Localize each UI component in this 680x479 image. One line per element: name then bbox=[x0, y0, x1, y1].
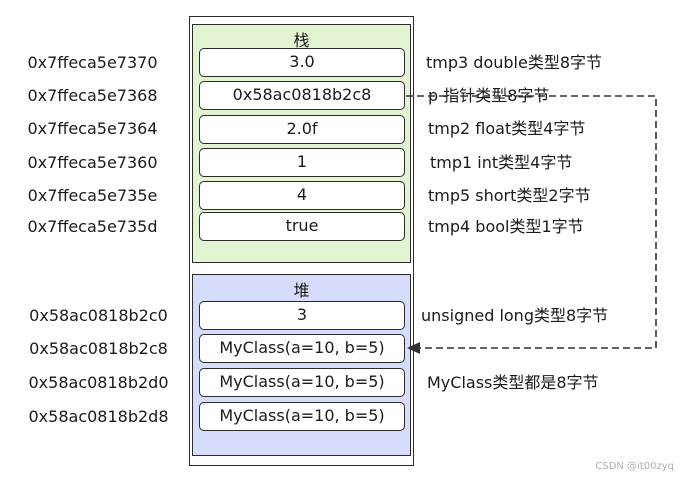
heap-address: 0x58ac0818b2c8 bbox=[29, 339, 168, 358]
heap-cell-unsigned-long: 3 bbox=[199, 301, 405, 330]
pointer-arrow-head bbox=[407, 342, 420, 354]
heap-note: MyClass类型都是8字节 bbox=[427, 373, 599, 392]
stack-address: 0x7ffeca5e735e bbox=[27, 186, 158, 205]
stack-title: 栈 bbox=[293, 31, 310, 50]
stack-note: tmp1 int类型4字节 bbox=[430, 153, 573, 172]
heap-cell-myclass: MyClass(a=10, b=5) bbox=[199, 334, 405, 363]
heap-address: 0x58ac0818b2d8 bbox=[28, 407, 169, 426]
stack-cell-tmp1: 1 bbox=[199, 148, 405, 177]
stack-address: 0x7ffeca5e7370 bbox=[27, 53, 158, 72]
heap-address: 0x58ac0818b2d0 bbox=[28, 373, 169, 392]
watermark: CSDN @it00zyq bbox=[595, 461, 674, 472]
stack-note: tmp4 bool类型1字节 bbox=[428, 217, 584, 236]
stack-note: tmp3 double类型8字节 bbox=[426, 53, 602, 72]
heap-cell-myclass: MyClass(a=10, b=5) bbox=[199, 402, 405, 431]
memory-frame bbox=[189, 16, 414, 466]
stack-note: tmp2 float类型4字节 bbox=[428, 119, 586, 138]
stack-cell-tmp2: 2.0f bbox=[199, 115, 405, 144]
heap-cell-myclass: MyClass(a=10, b=5) bbox=[199, 368, 405, 397]
stack-cell-p: 0x58ac0818b2c8 bbox=[199, 81, 405, 110]
pointer-arrow-line bbox=[406, 95, 657, 349]
stack-cell-tmp5: 4 bbox=[199, 181, 405, 210]
heap-address: 0x58ac0818b2c0 bbox=[29, 306, 168, 325]
stack-note: tmp5 short类型2字节 bbox=[428, 186, 591, 205]
heap-title: 堆 bbox=[293, 281, 310, 300]
stack-address: 0x7ffeca5e735d bbox=[27, 217, 158, 236]
stack-cell-tmp3: 3.0 bbox=[199, 48, 405, 77]
stack-address: 0x7ffeca5e7368 bbox=[27, 86, 158, 105]
stack-address: 0x7ffeca5e7364 bbox=[27, 119, 158, 138]
heap-note: unsigned long类型8字节 bbox=[421, 306, 609, 325]
stack-cell-tmp4: true bbox=[199, 212, 405, 241]
stack-address: 0x7ffeca5e7360 bbox=[27, 153, 158, 172]
